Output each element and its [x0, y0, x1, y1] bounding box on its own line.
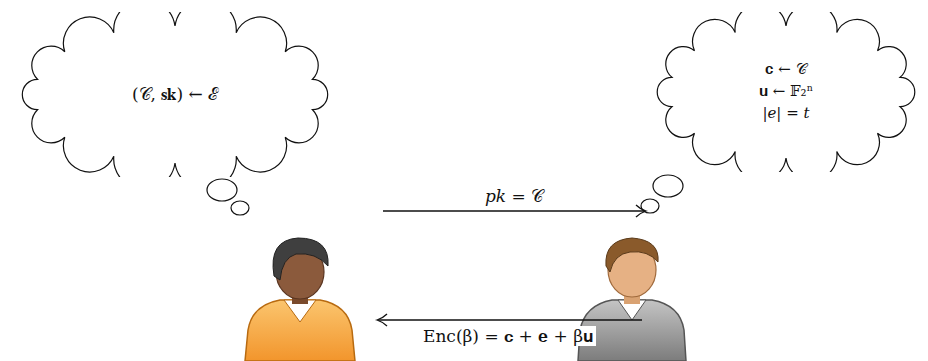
arrow-right: [383, 205, 646, 217]
message-label: Enc(β) = 𝐜 + 𝐞 + β𝐮: [420, 326, 596, 346]
arrow-left: [377, 314, 642, 326]
thought-bubble: [653, 175, 683, 197]
thought-cloud: (𝒞, 𝐬𝐤) ← ℰ: [20, 12, 330, 177]
message-label: 𝑝𝑘 = 𝒞: [482, 186, 546, 206]
thought-bubble: [207, 179, 237, 201]
cloud-content: 𝐜 ← 𝒞𝐮 ← 𝔽₂ⁿ|𝑒| = 𝑡: [655, 12, 917, 172]
cloud-shape: [657, 12, 915, 172]
cloud-shape: [22, 12, 327, 177]
cloud-text: |𝑒| = 𝑡: [762, 103, 809, 125]
cloud-content: (𝒞, 𝐬𝐤) ← ℰ: [20, 12, 330, 177]
thought-bubble: [231, 201, 249, 215]
cloud-text: 𝐜 ← 𝒞: [765, 59, 806, 81]
thought-cloud: 𝐜 ← 𝒞𝐮 ← 𝔽₂ⁿ|𝑒| = 𝑡: [655, 12, 917, 172]
person-left: [245, 238, 355, 361]
cloud-text: (𝒞, 𝐬𝐤) ← ℰ: [132, 82, 218, 107]
cloud-text: 𝐮 ← 𝔽₂ⁿ: [759, 81, 813, 103]
